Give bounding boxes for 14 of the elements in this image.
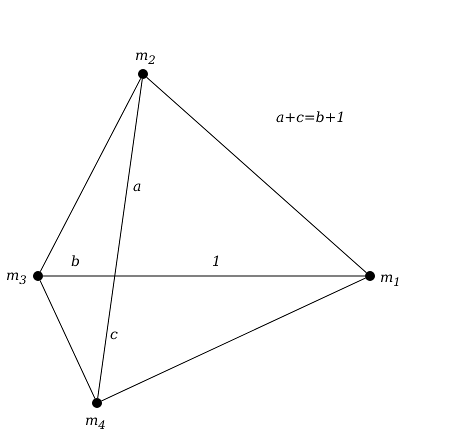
point-label: m$_{3}$	[6, 268, 27, 288]
length-label: 1	[212, 254, 221, 270]
length-label: c	[110, 327, 118, 343]
point-label: m$_{2}$	[135, 48, 156, 68]
line-segment	[101, 278, 366, 402]
point-label: m$_{4}$	[85, 413, 106, 433]
line-segment	[40, 280, 96, 399]
line-segment	[97, 78, 143, 399]
line-segment	[40, 78, 142, 272]
length-label: a	[133, 179, 142, 195]
equation-label: a+c=b+1	[276, 110, 346, 126]
line-segment	[146, 76, 367, 274]
point-label: m$_{1}$	[380, 270, 401, 290]
length-label: b	[71, 254, 80, 270]
